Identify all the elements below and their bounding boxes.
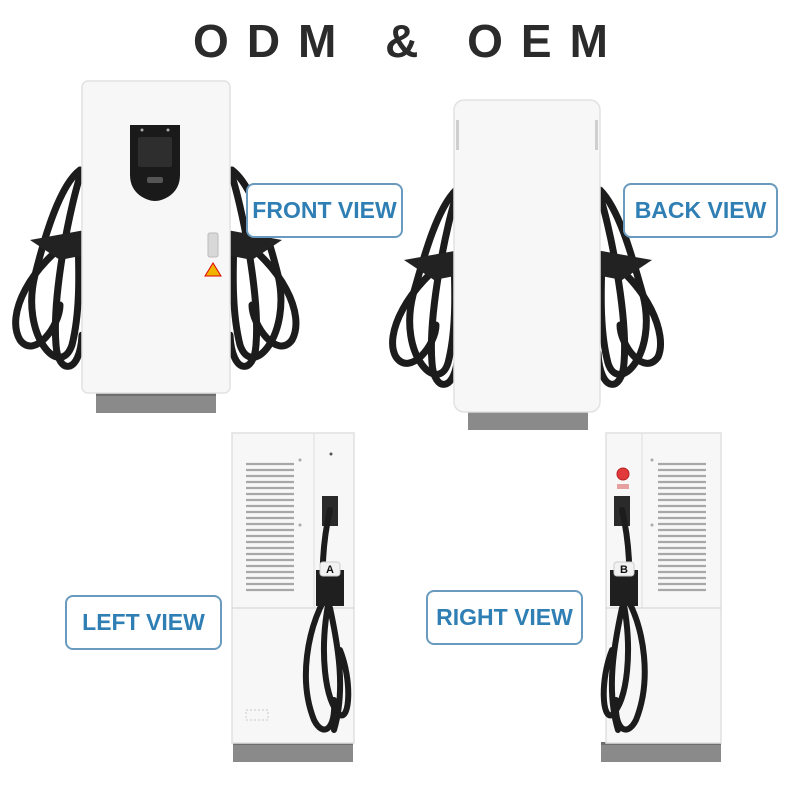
right-view-charger: B — [596, 430, 726, 770]
base — [601, 742, 721, 762]
connector-letter: A — [326, 564, 334, 576]
front-view-label: FRONT VIEW — [246, 183, 403, 238]
left-view-charger: A — [228, 430, 358, 770]
cabinet — [81, 80, 231, 394]
page-title: ODM & OEM — [193, 15, 626, 67]
right-cable — [594, 186, 665, 388]
connector-letter: B — [620, 564, 628, 576]
left-cable — [12, 166, 86, 370]
base — [468, 410, 588, 430]
left-view-label: LEFT VIEW — [65, 595, 222, 650]
connector-holster — [610, 570, 638, 606]
base — [96, 393, 216, 413]
left-holster — [30, 230, 85, 260]
back-view-charger — [368, 95, 668, 435]
vent-grille — [658, 462, 706, 592]
cabinet — [453, 99, 601, 413]
front-view-charger — [0, 75, 320, 420]
back-view-label: BACK VIEW — [623, 183, 778, 238]
emergency-stop-icon — [616, 467, 630, 481]
connector-holster — [316, 570, 344, 606]
right-view-label: RIGHT VIEW — [426, 590, 583, 645]
left-cable — [389, 186, 462, 388]
vent-grille — [246, 462, 294, 592]
door-handle — [207, 232, 219, 258]
warning-icon — [204, 262, 222, 277]
right-holster — [596, 250, 652, 280]
left-holster — [404, 250, 460, 280]
screen — [138, 137, 172, 167]
base — [233, 742, 353, 762]
